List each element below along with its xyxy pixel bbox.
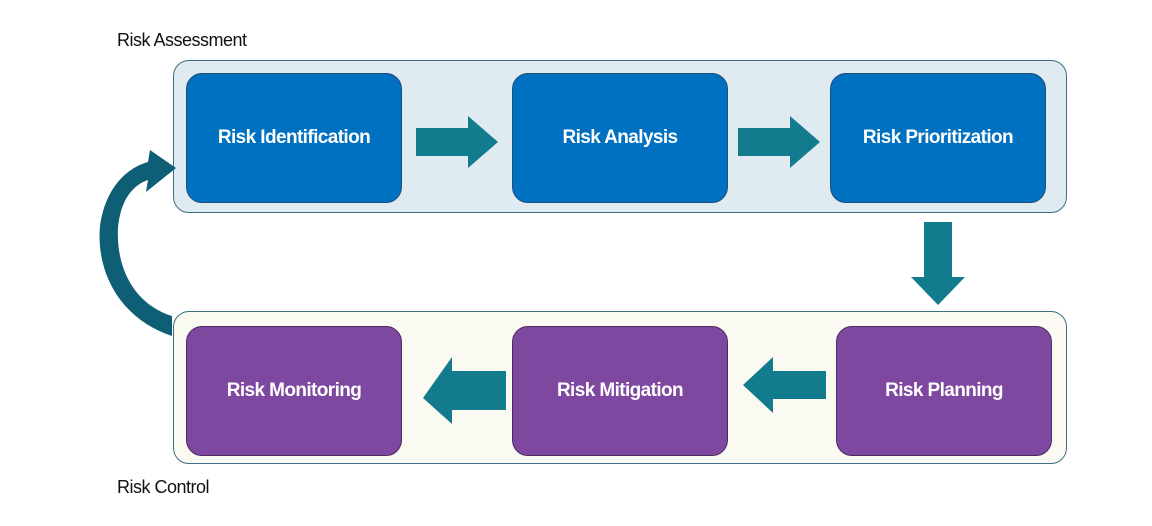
- step-risk-prioritization: Risk Prioritization: [830, 73, 1046, 203]
- arrow-right-icon: [738, 116, 820, 168]
- step-risk-planning: Risk Planning: [836, 326, 1052, 456]
- step-label: Risk Monitoring: [226, 380, 362, 401]
- step-risk-identification: Risk Identification: [186, 73, 402, 203]
- loop-back-arrow-icon: [99, 150, 176, 336]
- risk-control-label: Risk Control: [117, 477, 210, 497]
- step-risk-analysis: Risk Analysis: [512, 73, 728, 203]
- step-label: Risk Mitigation: [556, 380, 684, 401]
- step-label: Risk Planning: [885, 380, 1003, 401]
- arrow-right-icon: [416, 116, 498, 168]
- arrow-left-icon: [743, 357, 826, 413]
- step-risk-mitigation: Risk Mitigation: [512, 326, 728, 456]
- step-label: Risk Identification: [217, 127, 371, 148]
- step-label: Risk Prioritization: [862, 127, 1014, 148]
- risk-assessment-label: Risk Assessment: [117, 30, 247, 50]
- arrow-left-icon: [423, 357, 506, 424]
- step-risk-monitoring: Risk Monitoring: [186, 326, 402, 456]
- step-label: Risk Analysis: [562, 127, 678, 148]
- arrow-down-icon: [911, 222, 965, 305]
